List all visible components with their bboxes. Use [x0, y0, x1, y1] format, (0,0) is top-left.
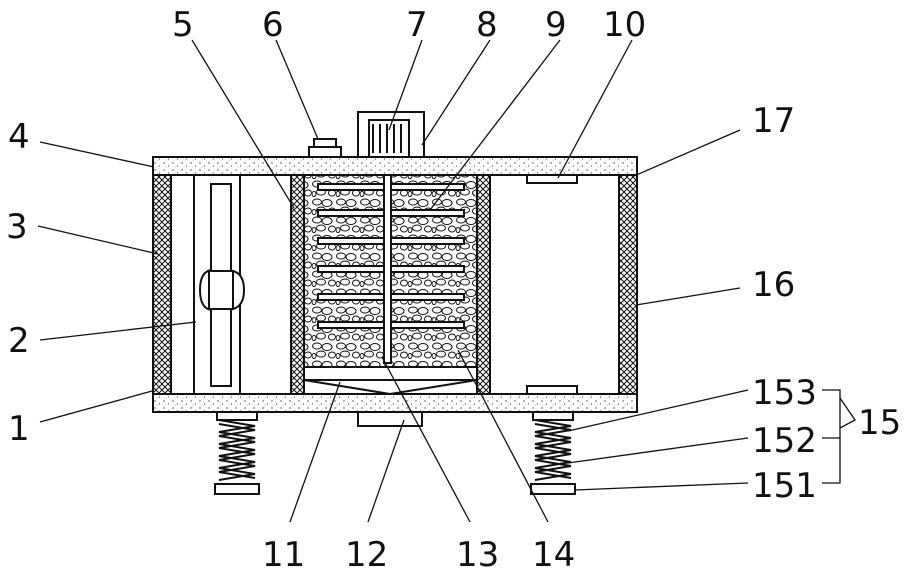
motor [369, 120, 409, 157]
label-4: 4 [8, 117, 30, 157]
label-153: 153 [752, 373, 817, 413]
label-152: 152 [752, 421, 817, 461]
lower-bracket [527, 386, 577, 394]
spring-support-right [531, 412, 575, 494]
label-10: 10 [603, 5, 646, 45]
label-3: 3 [6, 207, 28, 247]
filter-wall-right [477, 175, 490, 394]
label-8: 8 [476, 5, 498, 45]
label-7: 7 [406, 5, 428, 45]
left-wall [153, 175, 171, 394]
label-16: 16 [752, 265, 795, 305]
label-5: 5 [172, 5, 194, 45]
collection-tray [304, 380, 477, 394]
label-17: 17 [752, 101, 795, 141]
spring-support-left [215, 412, 259, 494]
bottom-plate [153, 394, 637, 412]
stirring-shaft [384, 175, 391, 363]
label-12: 12 [345, 535, 388, 575]
label-9: 9 [545, 5, 567, 45]
label-1: 1 [8, 409, 30, 449]
fan-blade-lower [211, 306, 231, 386]
label-2: 2 [8, 321, 30, 361]
label-13: 13 [456, 535, 499, 575]
filter-wall-left [291, 175, 304, 394]
label-6: 6 [262, 5, 284, 45]
label-15: 15 [858, 403, 901, 443]
fan-axle [209, 271, 233, 309]
label-151: 151 [752, 466, 817, 506]
label-14: 14 [532, 535, 575, 575]
upper-bracket [527, 175, 577, 183]
valve [314, 139, 336, 147]
fan-blade-upper [211, 184, 231, 274]
right-wall [619, 175, 637, 394]
label-11: 11 [262, 535, 305, 575]
